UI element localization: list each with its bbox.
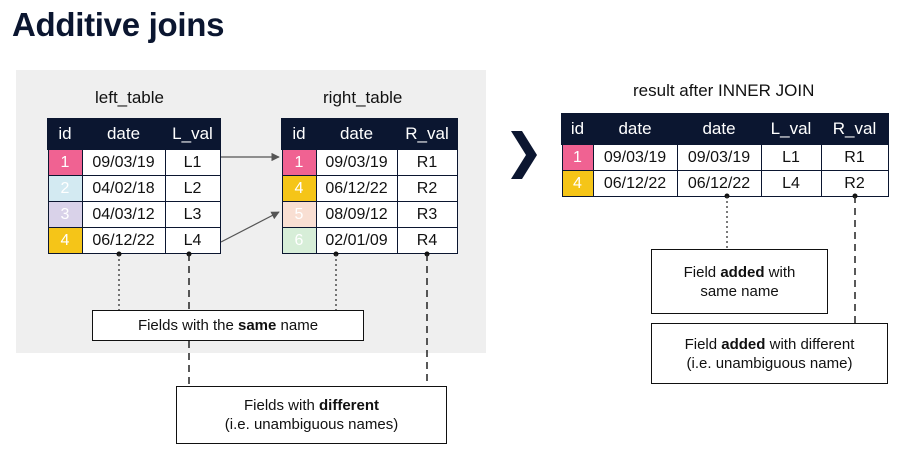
id-cell: 4 bbox=[281, 175, 317, 202]
date-cell: 06/12/22 bbox=[315, 175, 398, 202]
column-header-l-val: L_val bbox=[164, 118, 221, 150]
annotation-text: with different bbox=[765, 335, 855, 353]
row-match-arrow bbox=[220, 211, 280, 243]
annotation-emphasis: same bbox=[237, 317, 277, 334]
r-val-cell: R3 bbox=[396, 201, 458, 228]
annotation-text: name bbox=[276, 317, 319, 334]
id-cell: 4 bbox=[561, 170, 594, 197]
table-header-row: id date date L_val R_val bbox=[561, 113, 889, 145]
table-row: 2 04/02/18 L2 bbox=[47, 175, 221, 202]
r-val-cell: R1 bbox=[820, 143, 889, 171]
added-same-name-annotation: Field added with same name bbox=[651, 249, 828, 314]
table-row: 6 02/01/09 R4 bbox=[281, 227, 458, 254]
date-cell: 02/01/09 bbox=[315, 227, 398, 254]
annotation-text: (i.e. unambiguous names) bbox=[224, 416, 399, 433]
table-row: 4 06/12/22 L4 bbox=[47, 227, 221, 254]
right-table: id date R_val 1 09/03/19 R1 4 06/12/22 R… bbox=[281, 118, 458, 254]
id-cell: 4 bbox=[47, 227, 83, 254]
l-val-cell: L4 bbox=[760, 170, 822, 197]
table-row: 5 08/09/12 R3 bbox=[281, 201, 458, 228]
annotation-text: with bbox=[764, 263, 796, 281]
table-row: 1 09/03/19 09/03/19 L1 R1 bbox=[561, 143, 889, 171]
chevron-right-icon bbox=[511, 131, 537, 179]
result-table: id date date L_val R_val 1 09/03/19 09/0… bbox=[561, 113, 889, 197]
table-row: 3 04/03/12 L3 bbox=[47, 201, 221, 228]
annotation-text: Fields with bbox=[243, 397, 320, 414]
r-val-cell: R2 bbox=[396, 175, 458, 202]
l-val-cell: L3 bbox=[164, 201, 221, 228]
column-header-date: date bbox=[81, 118, 166, 150]
table-row: 4 06/12/22 R2 bbox=[281, 175, 458, 202]
table-header-row: id date L_val bbox=[47, 118, 221, 150]
annotation-text: same name bbox=[700, 282, 779, 300]
date-cell: 09/03/19 bbox=[592, 143, 678, 171]
date-cell: 09/03/19 bbox=[81, 148, 166, 176]
id-cell: 5 bbox=[281, 201, 317, 228]
left-table-caption: left_table bbox=[95, 88, 164, 107]
column-header-l-val: L_val bbox=[760, 113, 822, 145]
r-val-cell: R2 bbox=[820, 170, 889, 197]
r-val-cell: R4 bbox=[396, 227, 458, 254]
added-different-name-annotation: Field added with different (i.e. unambig… bbox=[651, 323, 888, 384]
date-cell: 06/12/22 bbox=[592, 170, 678, 197]
id-cell: 1 bbox=[281, 148, 317, 176]
annotation-text: Field bbox=[684, 335, 722, 353]
id-cell: 1 bbox=[561, 143, 594, 171]
date-cell: 04/02/18 bbox=[81, 175, 166, 202]
date-cell: 06/12/22 bbox=[676, 170, 762, 197]
page-title: Additive joins bbox=[12, 6, 225, 43]
l-val-cell: L1 bbox=[760, 143, 822, 171]
id-cell: 3 bbox=[47, 201, 83, 228]
column-header-id: id bbox=[47, 118, 83, 150]
result-table-caption: result after INNER JOIN bbox=[633, 81, 815, 100]
date-cell: 04/03/12 bbox=[81, 201, 166, 228]
id-cell: 6 bbox=[281, 227, 317, 254]
different-names-annotation: Fields with different (i.e. unambiguous … bbox=[176, 386, 447, 444]
date-cell: 08/09/12 bbox=[315, 201, 398, 228]
annotation-emphasis: added bbox=[720, 263, 765, 281]
annotation-text: (i.e. unambiguous name) bbox=[686, 354, 853, 372]
column-header-r-val: R_val bbox=[820, 113, 889, 145]
l-val-cell: L1 bbox=[164, 148, 221, 176]
l-val-cell: L4 bbox=[164, 227, 221, 254]
id-cell: 1 bbox=[47, 148, 83, 176]
column-header-date-right: date bbox=[676, 113, 762, 145]
column-header-id: id bbox=[281, 118, 317, 150]
column-header-r-val: R_val bbox=[396, 118, 458, 150]
annotation-text: Fields with the bbox=[137, 317, 238, 334]
same-name-annotation: Fields with the same name bbox=[92, 310, 364, 341]
right-table-caption: right_table bbox=[323, 88, 403, 107]
left-table: id date L_val 1 09/03/19 L1 2 04/02/18 L… bbox=[47, 118, 221, 254]
annotation-text: Field bbox=[683, 263, 721, 281]
l-val-cell: L2 bbox=[164, 175, 221, 202]
column-header-date: date bbox=[315, 118, 398, 150]
column-header-date-left: date bbox=[592, 113, 678, 145]
table-row: 4 06/12/22 06/12/22 L4 R2 bbox=[561, 170, 889, 197]
date-cell: 06/12/22 bbox=[81, 227, 166, 254]
annotation-emphasis: added bbox=[721, 335, 766, 353]
table-header-row: id date R_val bbox=[281, 118, 458, 150]
column-header-id: id bbox=[561, 113, 594, 145]
annotation-emphasis: different bbox=[319, 397, 380, 414]
table-row: 1 09/03/19 L1 bbox=[47, 148, 221, 176]
